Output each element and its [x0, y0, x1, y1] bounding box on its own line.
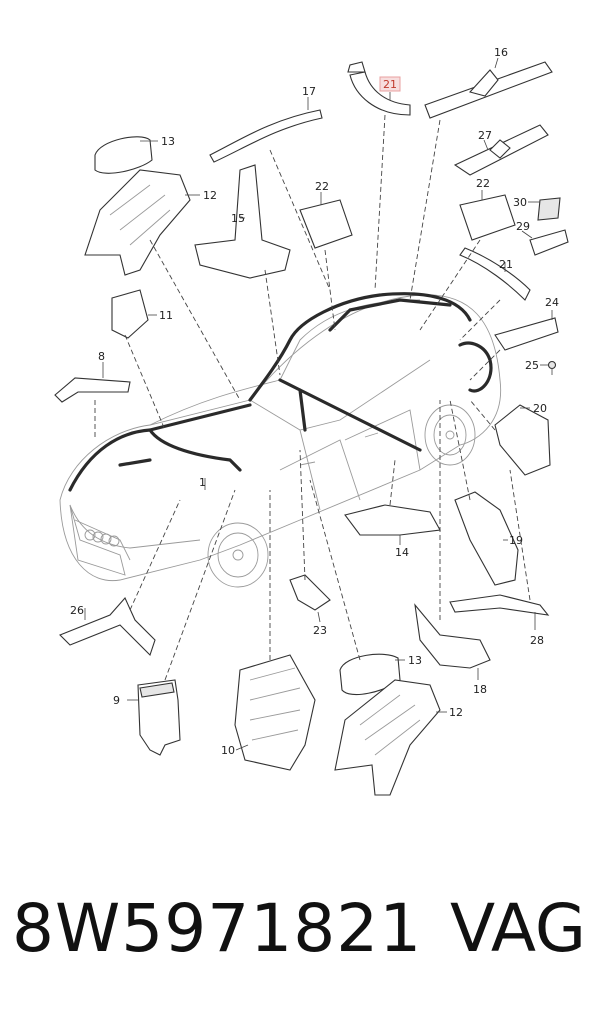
- brand-rings-logo: [84, 529, 120, 547]
- callout-22-right: 22: [476, 177, 490, 190]
- part-22-right: [459, 190, 516, 241]
- part-12-lower-bracket: [334, 679, 447, 796]
- callout-10: 10: [221, 744, 235, 757]
- callout-17: 17: [302, 85, 316, 98]
- part-21-lower-arch: [459, 247, 531, 301]
- part-26-bracket: [59, 596, 156, 657]
- part-15-bracket: [194, 164, 291, 279]
- callout-21-highlight: 21: [383, 78, 397, 91]
- callout-24: 24: [545, 296, 559, 309]
- callout-12-top: 12: [203, 189, 217, 202]
- part-13-module: [94, 136, 158, 174]
- part-22-left: [299, 192, 353, 249]
- car-body: [59, 294, 502, 588]
- callout-20: 20: [533, 402, 547, 415]
- callout-25: 25: [525, 359, 539, 372]
- part-13-lower-module: [339, 653, 405, 696]
- part-18-bracket: [414, 603, 491, 680]
- callout-29: 29: [516, 220, 530, 233]
- front-wheel: [207, 522, 269, 588]
- part-29-bracket: [521, 229, 569, 256]
- part-number: 8W5971821: [12, 890, 423, 967]
- brand-label: VAG: [449, 890, 586, 967]
- callout-15: 15: [231, 212, 245, 225]
- part-9-relay: [127, 679, 181, 756]
- leader-lines: [94, 114, 531, 681]
- rear-wheel: [424, 404, 476, 466]
- callout-13-top: 13: [161, 135, 175, 148]
- part-28-strip: [449, 594, 550, 630]
- callout-30: 30: [513, 196, 527, 209]
- part-11-bracket: [111, 289, 157, 339]
- part-16-strip: [424, 57, 553, 119]
- part-23-clip: [289, 574, 331, 623]
- callout-22-left: 22: [315, 180, 329, 193]
- part-21-arch: [347, 61, 411, 116]
- callout-14: 14: [395, 546, 409, 559]
- part-27-bracket: [453, 124, 549, 176]
- callout-8: 8: [98, 350, 105, 363]
- callout-12-lower: 12: [449, 706, 463, 719]
- part-17-trim: [209, 97, 323, 163]
- callout-1: 1: [199, 476, 206, 489]
- callout-23: 23: [313, 624, 327, 637]
- callout-27: 27: [478, 129, 492, 142]
- callout-21-highlight-box: [379, 76, 401, 92]
- part-19-bracket: [454, 491, 519, 586]
- parts-diagram: 16 21 17 13 12 27 22 22: [54, 46, 569, 796]
- callout-19: 19: [509, 534, 523, 547]
- callout-26: 26: [70, 604, 84, 617]
- callout-18: 18: [473, 683, 487, 696]
- part-14-trim: [344, 504, 441, 545]
- part-30-clip: [528, 197, 561, 221]
- seal-route: [68, 292, 493, 492]
- part-20-bracket: [494, 404, 551, 476]
- part-8-trim: [54, 362, 131, 403]
- callout-28: 28: [530, 634, 544, 647]
- part-24-trim: [494, 310, 559, 351]
- part-12-bracket: [84, 169, 200, 276]
- part-25-screw: [540, 360, 557, 375]
- callout-13-lower: 13: [408, 654, 422, 667]
- part-10-bracket: [234, 654, 316, 771]
- callout-16: 16: [494, 46, 508, 59]
- callout-11: 11: [159, 309, 173, 322]
- callout-9: 9: [113, 694, 120, 707]
- callout-21-lower: 21: [499, 258, 513, 271]
